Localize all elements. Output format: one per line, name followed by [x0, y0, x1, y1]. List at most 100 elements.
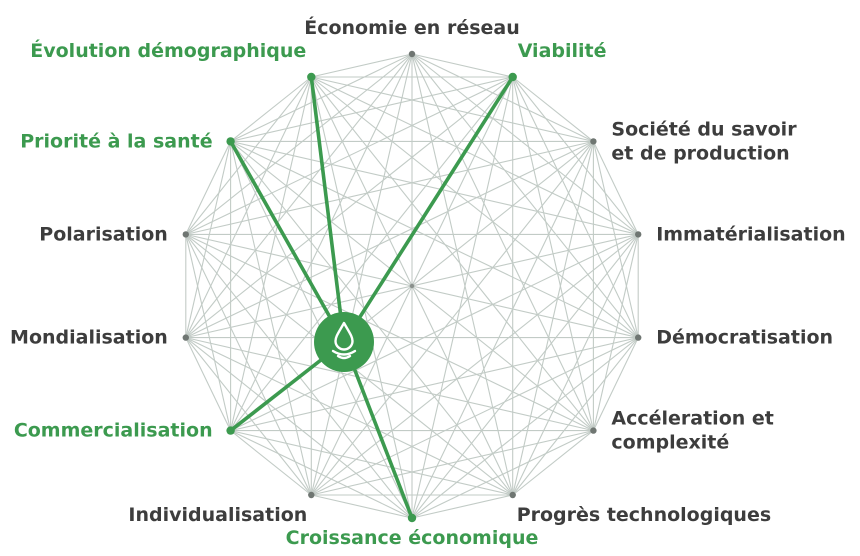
web-line-polarisation-evolution-demographique	[185, 76, 312, 235]
web-line-acceleration-et-complexite-progres-technologiques	[512, 430, 594, 496]
node-dots	[182, 50, 642, 523]
web-line-acceleration-et-complexite-polarisation	[185, 233, 594, 432]
web-line-polarisation-priorite-a-la-sante	[185, 141, 232, 235]
node-label-line: et de production	[611, 142, 789, 164]
node-dot-mondialisation	[182, 334, 189, 341]
node-label-line: Société du savoir	[611, 118, 797, 140]
web-line-viabilite-mondialisation	[185, 76, 514, 339]
web-line-immaterialisation-evolution-demographique	[311, 76, 639, 235]
hub-circle	[314, 312, 374, 372]
node-label-line: Viabilité	[518, 40, 607, 62]
node-label-line: Accéleration et	[611, 407, 773, 429]
hub	[314, 312, 374, 372]
hub-line-evolution-demographique	[309, 75, 346, 344]
node-label-line: Polarisation	[39, 223, 168, 245]
web-line-democratisation-acceleration-et-complexite	[592, 337, 639, 431]
web-line-acceleration-et-complexite-mondialisation	[185, 337, 594, 432]
web-line-economie-en-reseau-acceleration-et-complexite	[411, 53, 594, 431]
center-point	[409, 283, 415, 289]
web-line-croissance-economique-mondialisation	[185, 337, 413, 519]
node-label-polarisation: Polarisation	[39, 223, 168, 245]
web-line-progres-technologiques-mondialisation	[185, 337, 513, 496]
node-label-economie-en-reseau: Économie en réseau	[304, 16, 520, 39]
web-line-viabilite-priorite-a-la-sante	[230, 76, 513, 142]
hub-connections	[228, 75, 515, 520]
web-line-economie-en-reseau-evolution-demographique	[311, 53, 413, 78]
node-dot-individualisation	[308, 491, 315, 499]
web-line-immaterialisation-priorite-a-la-sante	[230, 140, 639, 235]
node-dot-immaterialisation	[635, 231, 642, 238]
web-line-acceleration-et-complexite-individualisation	[311, 430, 594, 496]
node-label-line: Mondialisation	[10, 326, 168, 348]
node-label-croissance-economique: Croissance économique	[286, 527, 539, 549]
node-label-progres-technologiques: Progrès technologiques	[517, 504, 771, 526]
web-line-viabilite-democratisation	[512, 76, 639, 338]
node-label-mondialisation: Mondialisation	[10, 326, 168, 348]
web-line-commercialisation-polarisation	[185, 234, 232, 431]
node-label-individualisation: Individualisation	[128, 504, 307, 526]
node-dot-acceleration-et-complexite	[590, 427, 597, 434]
web-line-croissance-economique-evolution-demographique	[310, 76, 413, 519]
web-line-democratisation-croissance-economique	[411, 337, 639, 519]
web-line-viabilite-societe-du-savoir	[512, 76, 594, 142]
node-label-line: complexité	[611, 431, 729, 453]
web-line-immaterialisation-individualisation	[310, 233, 639, 496]
web-line-economie-en-reseau-polarisation	[185, 53, 413, 235]
node-label-immaterialisation: Immatérialisation	[656, 223, 846, 245]
web-line-societe-du-savoir-immaterialisation	[592, 141, 639, 235]
node-label-line: Individualisation	[128, 504, 307, 526]
node-dot-democratisation	[635, 334, 642, 341]
web-line-societe-du-savoir-polarisation	[185, 140, 594, 235]
web-line-individualisation-priorite-a-la-sante	[230, 141, 312, 496]
web-line-societe-du-savoir-evolution-demographique	[311, 76, 594, 142]
web-line-croissance-economique-individualisation	[311, 494, 413, 519]
web-line-democratisation-priorite-a-la-sante	[230, 140, 639, 339]
node-label-line: Immatérialisation	[656, 223, 846, 245]
web-line-individualisation-polarisation	[185, 234, 312, 496]
node-dot-croissance-economique	[407, 513, 417, 523]
node-dot-progres-technologiques	[509, 491, 516, 499]
web-line-acceleration-et-complexite-evolution-demographique	[310, 76, 594, 431]
node-label-commercialisation: Commercialisation	[14, 419, 213, 441]
node-label-line: Économie en réseau	[304, 16, 520, 39]
web-line-economie-en-reseau-commercialisation	[230, 53, 413, 431]
node-label-line: Progrès technologiques	[517, 504, 771, 526]
node-label-line: Commercialisation	[14, 419, 213, 441]
web-line-democratisation-commercialisation	[230, 337, 639, 432]
web-line-mondialisation-evolution-demographique	[185, 76, 312, 338]
node-label-line: Évolution démographique	[30, 39, 306, 62]
node-dot-priorite-a-la-sante	[226, 137, 235, 146]
web-line-croissance-economique-commercialisation	[230, 430, 413, 519]
node-dot-societe-du-savoir	[590, 138, 597, 145]
web-line-progres-technologiques-croissance-economique	[411, 494, 513, 519]
web-line-economie-en-reseau-viabilite	[411, 53, 513, 78]
node-label-line: Priorité à la santé	[20, 130, 212, 152]
node-dot-viabilite	[508, 72, 517, 82]
hub-line-priorite-a-la-sante	[228, 139, 346, 344]
node-label-line: Croissance économique	[286, 527, 539, 549]
node-label-viabilite: Viabilité	[518, 40, 607, 62]
web-line-economie-en-reseau-immaterialisation	[411, 53, 639, 235]
web-line-immaterialisation-progres-technologiques	[512, 234, 639, 496]
web-line-societe-du-savoir-croissance-economique	[411, 141, 594, 519]
hub-line-croissance-economique	[342, 340, 414, 520]
web-line-individualisation-commercialisation	[230, 430, 312, 496]
web-line-commercialisation-evolution-demographique	[230, 76, 312, 431]
node-dot-commercialisation	[226, 426, 235, 435]
web-line-progres-technologiques-priorite-a-la-sante	[230, 141, 514, 496]
node-dot-polarisation	[182, 231, 189, 238]
node-label-line: Démocratisation	[656, 326, 833, 348]
node-dot-evolution-demographique	[307, 72, 316, 82]
web-line-democratisation-evolution-demographique	[310, 76, 639, 339]
node-dot-economie-en-reseau	[408, 50, 416, 58]
web-line-progres-technologiques-commercialisation	[230, 430, 513, 496]
web-line-commercialisation-mondialisation	[185, 337, 232, 431]
web-line-mondialisation-priorite-a-la-sante	[185, 141, 232, 338]
hub-line-viabilite	[342, 75, 515, 344]
node-label-democratisation: Démocratisation	[656, 326, 833, 348]
water-drop-icon	[331, 321, 357, 360]
